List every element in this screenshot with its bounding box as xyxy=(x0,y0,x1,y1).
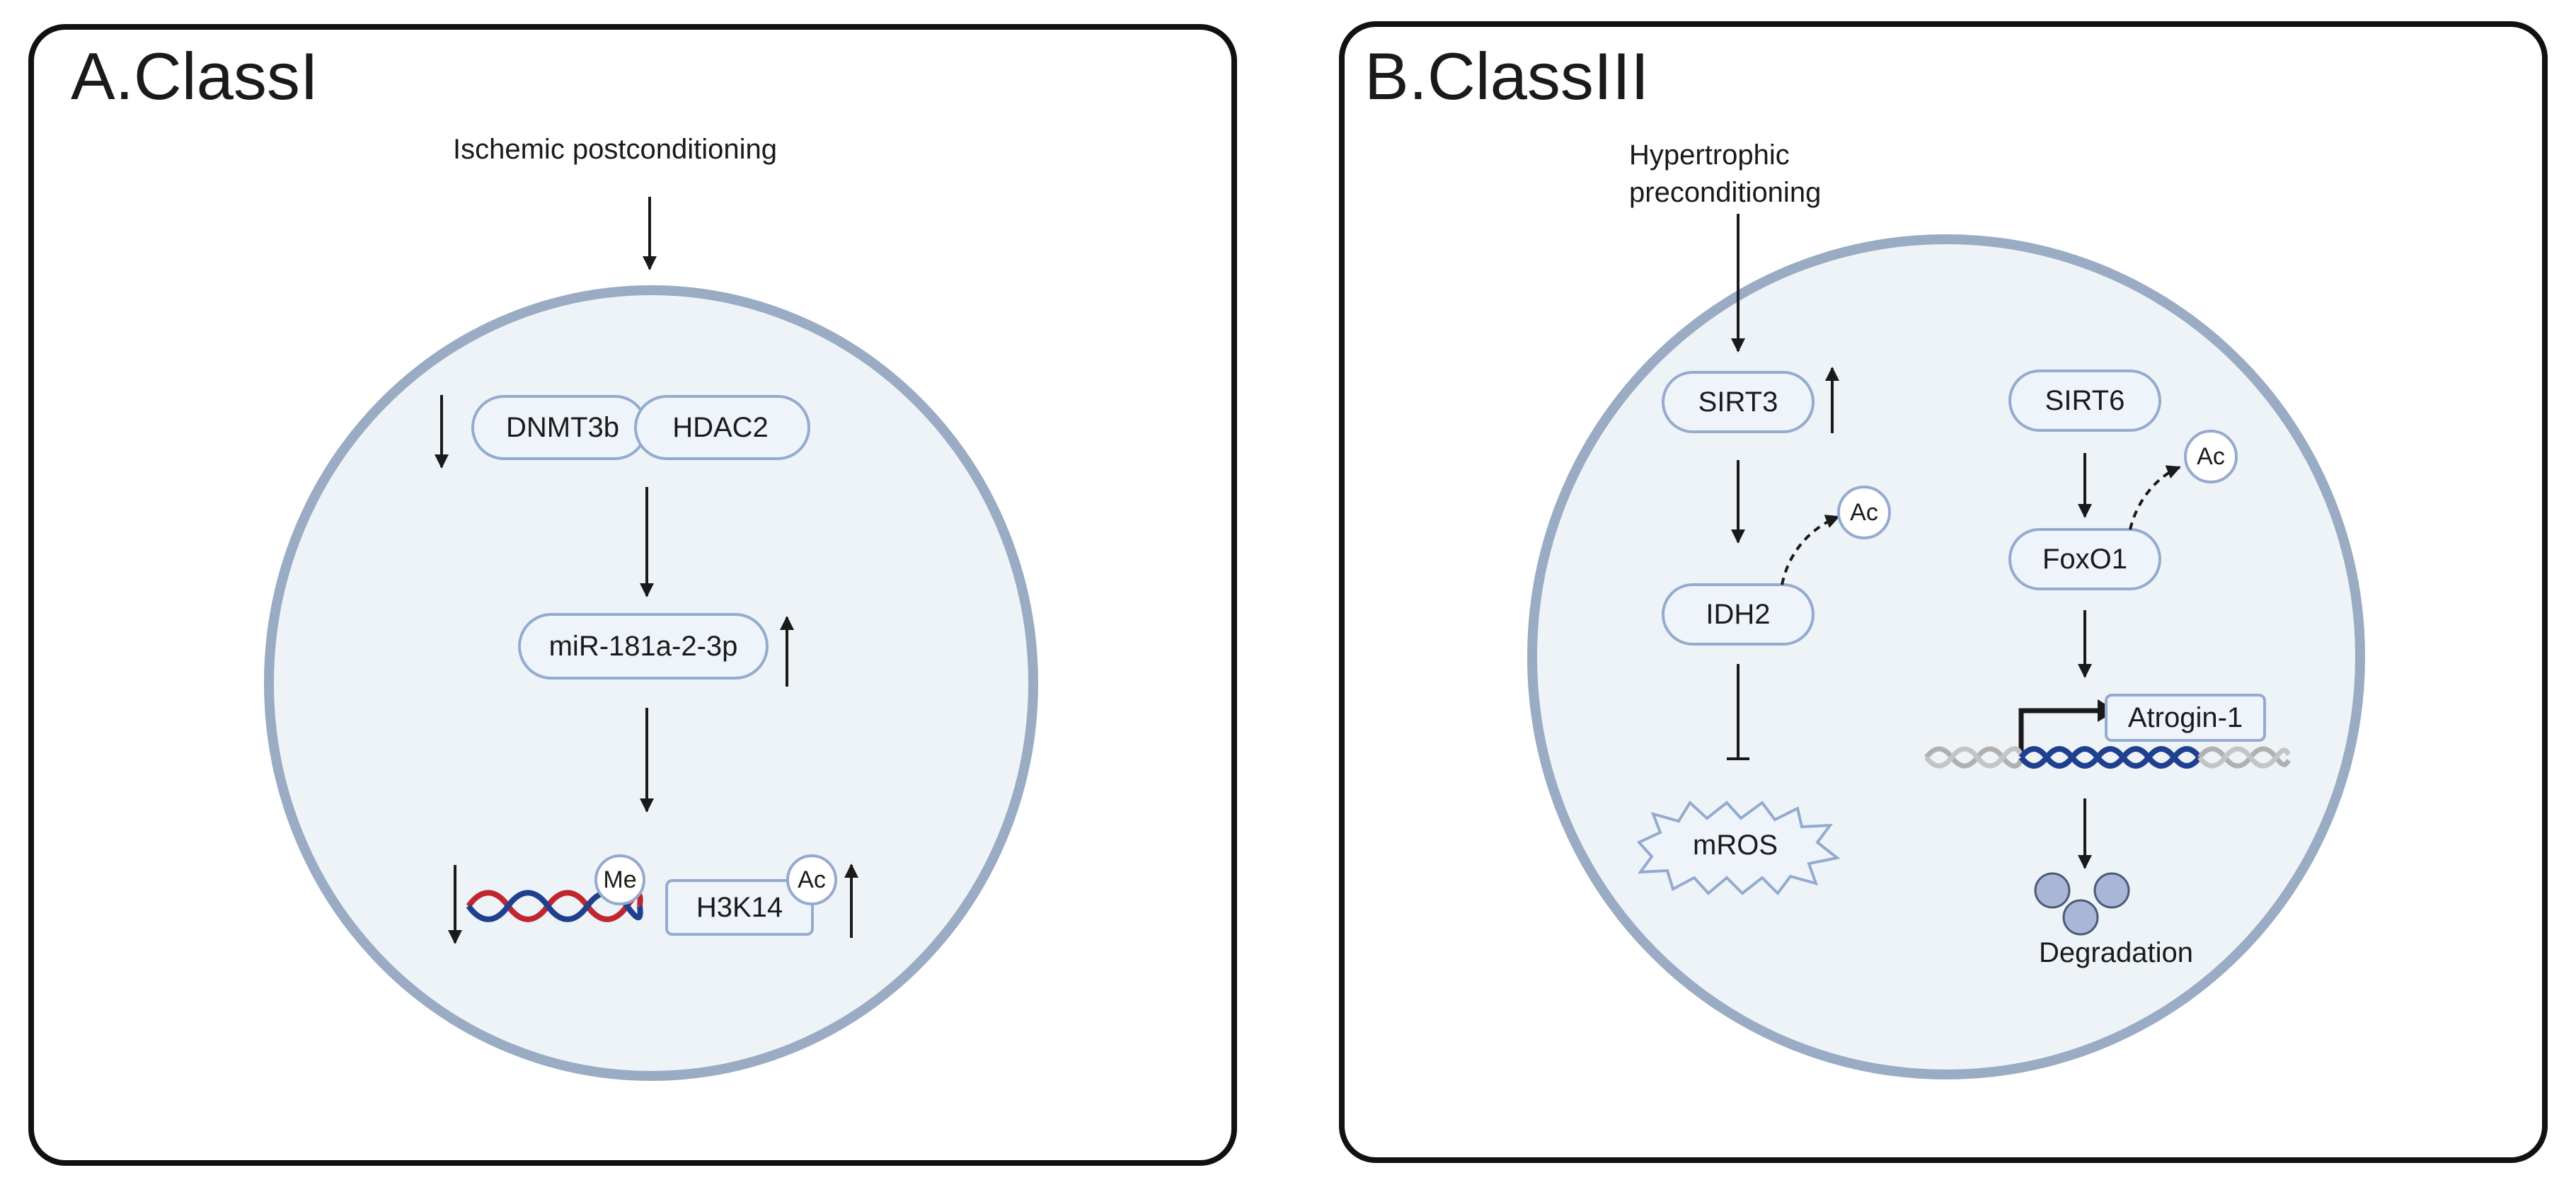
node-idh2-label: IDH2 xyxy=(1706,599,1770,630)
node-idh2 xyxy=(1662,583,1815,646)
acetyl-badge-label: Ac xyxy=(798,866,826,893)
panel-a-title: A.ClassI xyxy=(71,39,318,113)
acetyl-badge-idh2-label: Ac xyxy=(1850,499,1878,526)
node-h3k14 xyxy=(665,879,814,936)
node-foxo1-label: FoxO1 xyxy=(2042,544,2127,575)
node-sirt3 xyxy=(1662,371,1815,433)
node-sirt3-label: SIRT3 xyxy=(1698,386,1778,418)
node-sirt6 xyxy=(2008,369,2161,432)
node-hdac2 xyxy=(634,395,810,460)
acetylation-dashed-arrow xyxy=(1781,515,1840,585)
panel-b: B.ClassIII Hypertrophic preconditioning … xyxy=(1339,21,2548,1163)
methyl-badge-label: Me xyxy=(603,866,636,893)
node-mirna xyxy=(518,613,769,680)
cell-a xyxy=(264,285,1038,1081)
promoter-arrow-icon xyxy=(2018,708,2098,752)
dna-icon xyxy=(1924,746,2291,769)
methyl-badge xyxy=(594,854,645,905)
degradation-label: Degradation xyxy=(2039,937,2193,968)
panel-a: A.ClassI Ischemic postconditioning DNMT3… xyxy=(28,24,1237,1166)
proteasome-icon xyxy=(2034,872,2130,936)
node-sirt6-label: SIRT6 xyxy=(2045,385,2125,416)
panel-b-title: B.ClassIII xyxy=(1364,39,1649,113)
stimulus-ischemic-postconditioning: Ischemic postconditioning xyxy=(453,134,777,165)
node-mirna-label: miR-181a-2-3p xyxy=(549,631,738,662)
stimulus-line-1: Hypertrophic xyxy=(1629,139,1790,171)
node-atrogin xyxy=(2105,694,2266,742)
stimulus-line-2: preconditioning xyxy=(1629,177,1821,208)
inhibition-icon xyxy=(1727,664,1749,760)
acetyl-badge-idh2 xyxy=(1837,486,1891,539)
ros-burst-icon xyxy=(1636,800,1841,896)
node-dnmt3b-label: DNMT3b xyxy=(506,412,619,443)
dna-icon xyxy=(466,890,643,922)
node-h3k14-label: H3K14 xyxy=(696,892,783,923)
node-foxo1 xyxy=(2008,528,2161,590)
cell-b xyxy=(1527,234,2365,1079)
node-hdac2-label: HDAC2 xyxy=(672,412,769,443)
acetyl-badge xyxy=(786,854,837,905)
acetylation-dashed-arrow xyxy=(2129,465,2181,530)
node-mros-label: mROS xyxy=(1693,830,1778,861)
acetyl-badge-foxo1-label: Ac xyxy=(2197,443,2225,470)
acetyl-badge-foxo1 xyxy=(2184,430,2238,483)
node-atrogin-label: Atrogin-1 xyxy=(2128,702,2243,733)
